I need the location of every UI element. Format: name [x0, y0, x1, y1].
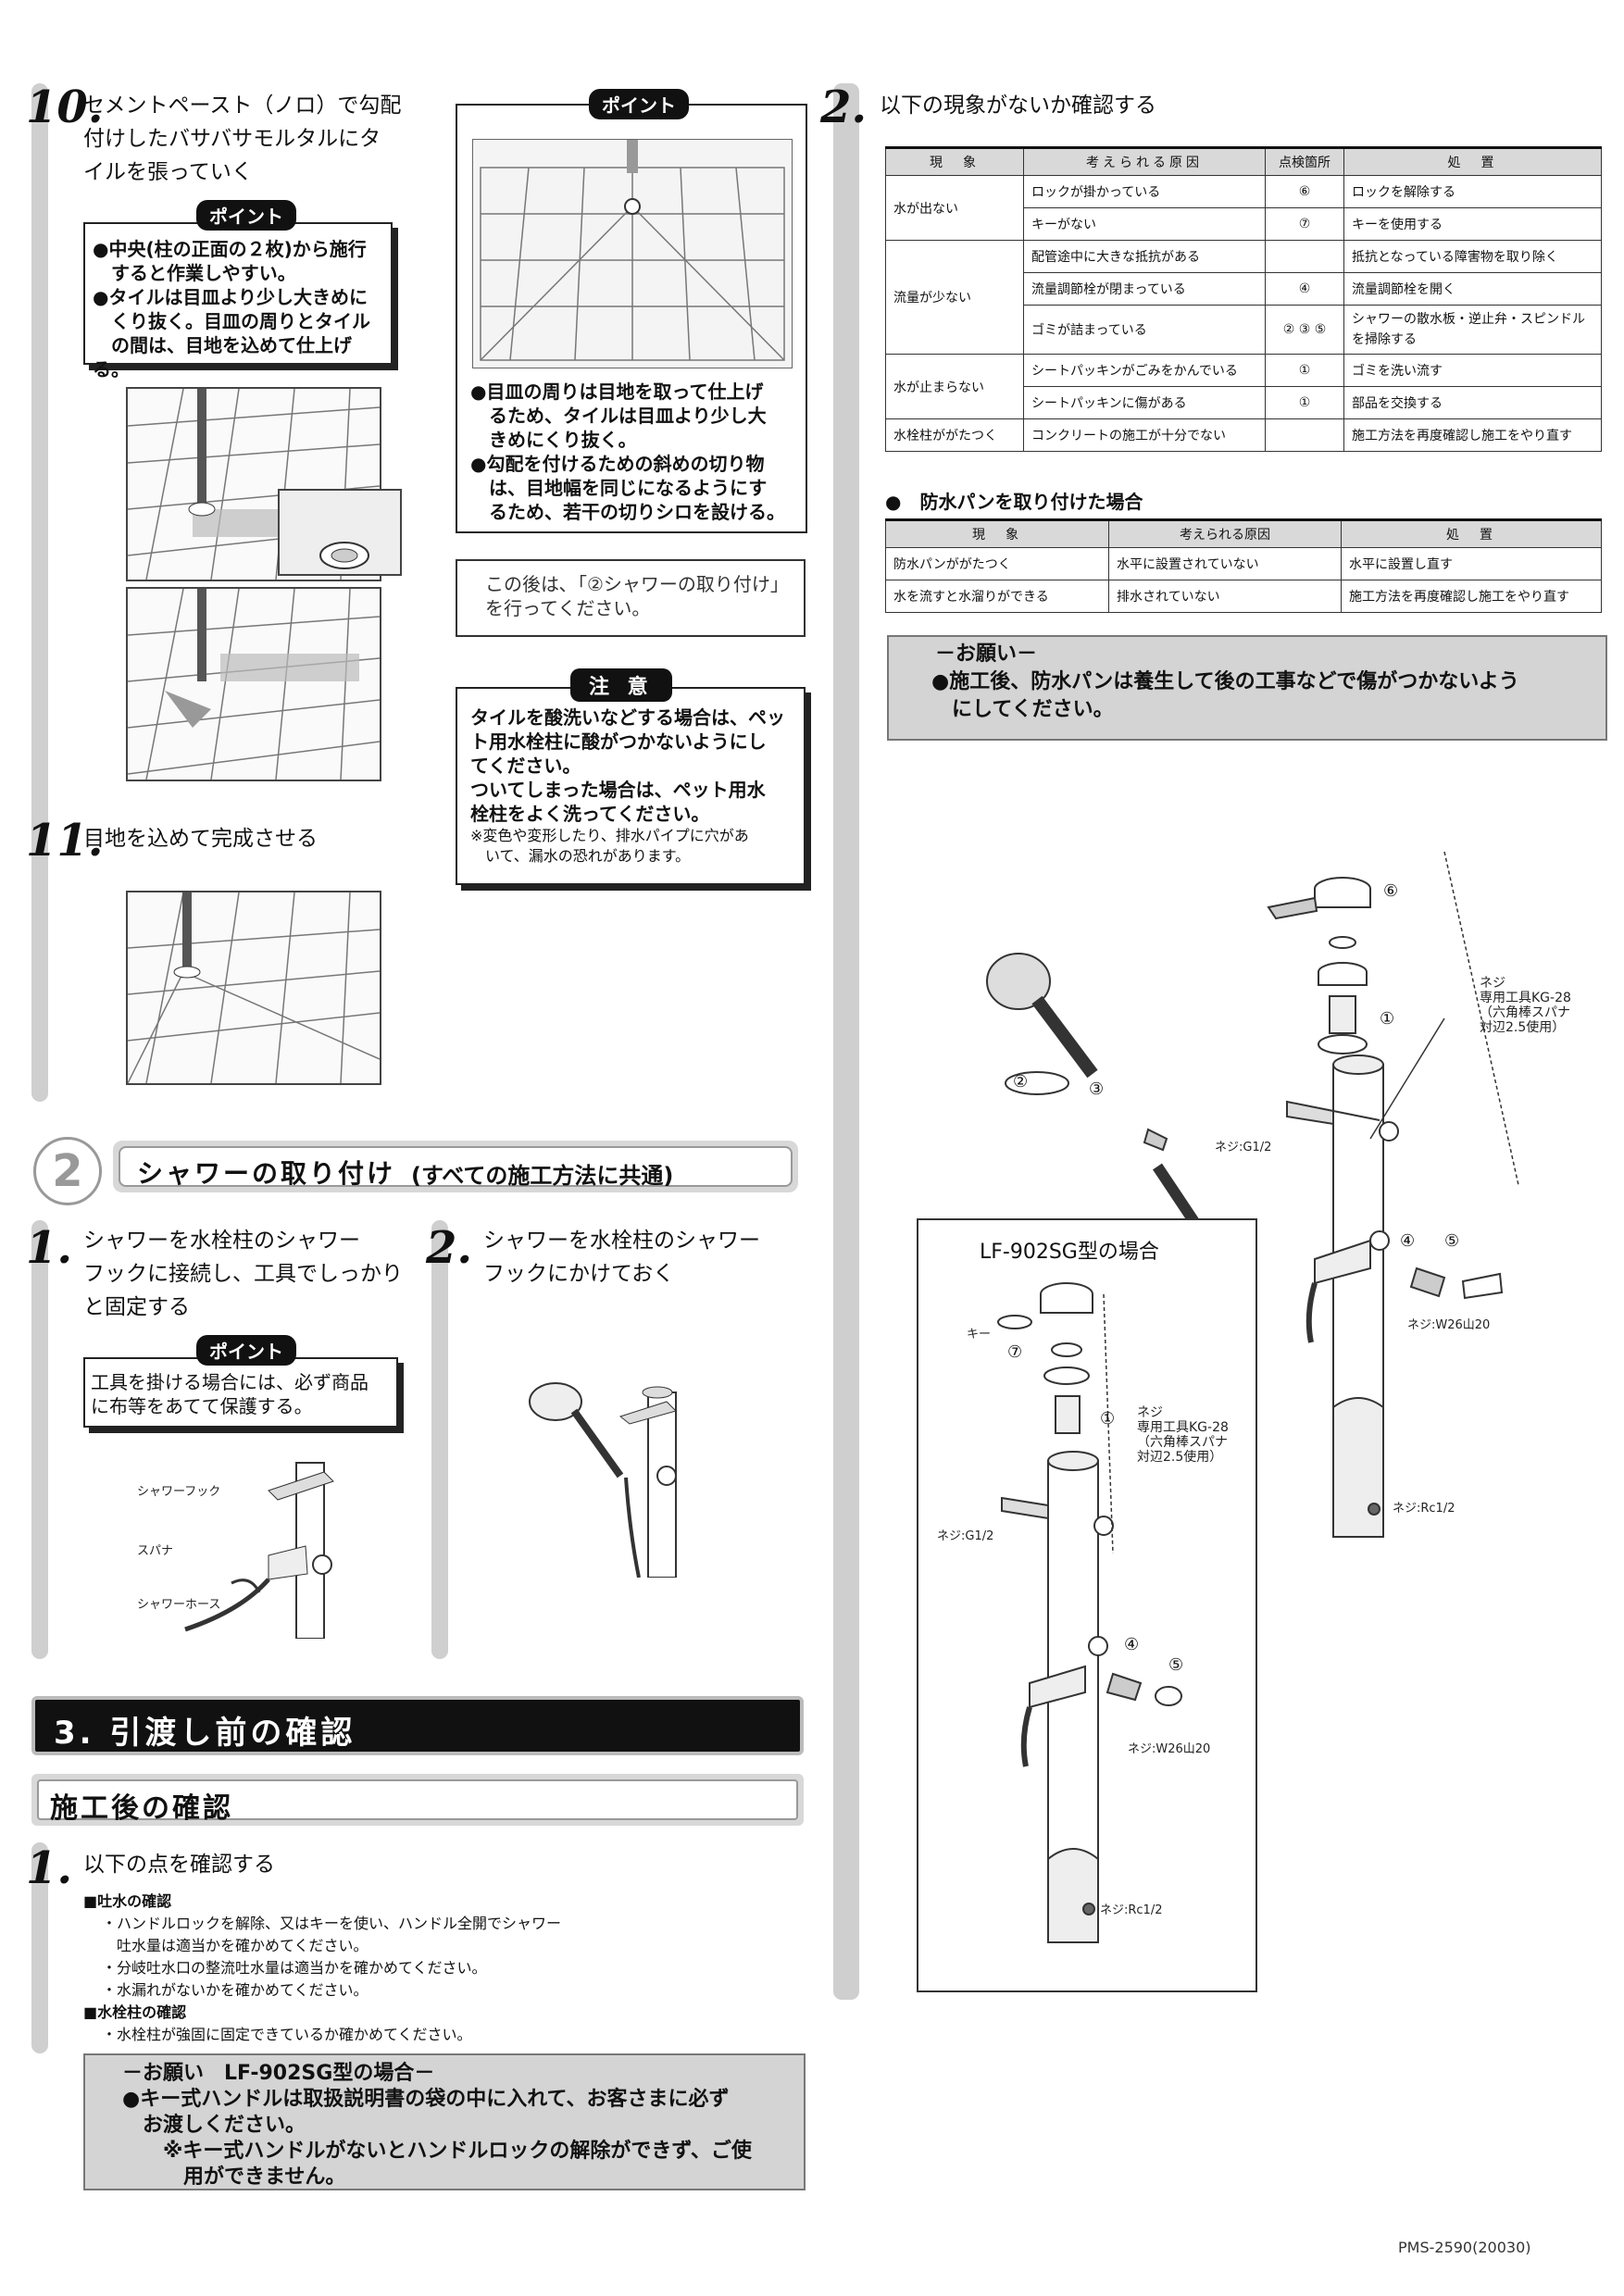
pan-table: 現 象 考えられる原因 処 置 防水パンががたつく 水平に設置されていない 水平… [885, 518, 1602, 613]
point-tag: ポイント [196, 1335, 296, 1366]
section3-subtitle: 施工後の確認 [50, 1792, 233, 1825]
table-row: 水が出ない ロックが掛かっている ⑥ ロックを解除する [885, 175, 1602, 241]
section3-title: 3. 引渡し前の確認 [54, 1715, 356, 1752]
thread-g12-label: ネジ:G1/2 [1215, 1141, 1272, 1154]
caution-tag: 注 意 [570, 668, 672, 702]
check-list: ■吐水の確認 ・ハンドルロックを解除、又はキーを使い、ハンドル全開でシャワー 吐… [83, 1892, 562, 2043]
table-header: 考えられる原因 [1108, 518, 1342, 548]
step-number: 10. [26, 81, 104, 133]
step-text: シャワーを水栓柱のシャワー フックにかけておく [483, 1229, 760, 1286]
step-text: シャワーを水栓柱のシャワー フックに接続し、工具でしっかり と固定する [83, 1229, 403, 1319]
point-plan-text: ●目皿の周りは目地を取って仕上げ るため、タイルは目皿より少し大 きめにくり抜く… [470, 381, 785, 523]
thread-g12-label: ネジ:G1/2 [937, 1529, 994, 1543]
right-side-bar [833, 83, 859, 2000]
table-row: 水を流すと水溜りができる 排水されていない 施工方法を再度確認し施工をやり直す [885, 580, 1602, 613]
table-header: 現 象 [885, 146, 1024, 176]
point-box: ●中央(柱の正面の２枚)から施行 すると作業しやすい。 ●タイルは目皿より少し大… [83, 222, 393, 381]
table-row: 水栓柱ががたつく コンクリートの施工が十分でない 施工方法を再度確認し施工をやり… [885, 418, 1602, 452]
point-tag: ポイント [589, 89, 689, 119]
document-code: PMS-2590(20030) [1398, 2239, 1531, 2256]
left-side-bar-top [31, 83, 48, 1102]
request-note-left: －お願い LF-902SG型の場合－ ●キー式ハンドルは取扱説明書の袋の中に入れ… [83, 2053, 806, 2190]
table-header: 処 置 [1343, 146, 1602, 176]
thread-w26-label: ネジ:W26山20 [1407, 1318, 1491, 1332]
pan-title: ● 防水パンを取り付けた場合 [885, 491, 1143, 513]
request-note-right: －お願い－ ●施工後、防水パンは養生して後の工事などで傷がつかないよう にしてく… [887, 635, 1607, 741]
callout-4: ④ [1400, 1231, 1416, 1251]
thread-rc12-label: ネジ:Rc1/2 [1393, 1502, 1455, 1516]
shower-hook-label: シャワーフック [137, 1485, 221, 1499]
shower-hose-label: シャワーホース [137, 1598, 221, 1612]
finished-tile-illustration [126, 891, 381, 1085]
section2-subtitle: (すべての施工方法に共通) [411, 1163, 674, 1189]
key-label: キー [967, 1328, 992, 1341]
callout-5: ⑤ [1168, 1655, 1184, 1675]
callout-1: ① [1100, 1409, 1116, 1429]
table-row: ゴミが詰まっている ② ③ ⑤ シャワーの散水板・逆止弁・スピンドルを掃除する [886, 305, 1602, 355]
table-header: 処 置 [1341, 518, 1602, 548]
step-number: 11. [26, 815, 104, 867]
point-plan-box: ●目皿の周りは目地を取って仕上げ るため、タイルは目皿より少し大 きめにくり抜く… [456, 104, 807, 533]
tile-plan-illustration [472, 139, 793, 368]
step-text: セメントペースト（ノロ）で勾配 付けしたバサバサモルタルにタ イルを張っていく [83, 94, 402, 184]
table-header: 現 象 [885, 518, 1109, 548]
caution-box: タイルを酸洗いなどする場合は、ペッ ト用水栓柱に酸がつかないようにし てください… [456, 687, 806, 885]
tile-illustration-2 [126, 587, 381, 781]
step-number: 1. [26, 1842, 73, 1894]
step-text: 以下の点を確認する [83, 1853, 275, 1877]
step-number: 1. [26, 1222, 73, 1274]
shower2-side-bar [431, 1220, 448, 1659]
table-row: シートパッキンに傷がある ① 部品を交換する [886, 386, 1602, 419]
callout-4: ④ [1124, 1635, 1140, 1654]
step-text: 目地を込めて完成させる [83, 827, 318, 851]
step-number: 2. [820, 81, 868, 133]
section3-subheader: 施工後の確認 [31, 1774, 804, 1826]
check-side-bar [31, 1842, 48, 2053]
point-text: ●中央(柱の正面の２枚)から施行 すると作業しやすい。 ●タイルは目皿より少し大… [93, 238, 370, 381]
table-row: 防水パンががたつく 水平に設置されていない 水平に設置し直す [885, 547, 1602, 580]
callout-5: ⑤ [1444, 1231, 1460, 1251]
thread-w26-label: ネジ:W26山20 [1128, 1742, 1211, 1756]
step-text: 以下の現象がないか確認する [880, 94, 1156, 118]
troubleshoot-table: 現 象 考えられる原因 点検箇所 処 置 水が出ない ロックが掛かっている ⑥ … [885, 146, 1602, 452]
table-row: 流量調節栓が閉まっている ④ 流量調節栓を開く [886, 272, 1602, 306]
point-box: 工具を掛ける場合には、必ず商品 に布等をあてて保護する。 [83, 1357, 398, 1428]
shower1-side-bar [31, 1220, 48, 1659]
table-header: 点検箇所 [1265, 146, 1344, 176]
callout-3: ③ [1089, 1079, 1105, 1099]
drain-detail-inset [278, 489, 402, 576]
shower-hook-illustration [130, 1444, 361, 1640]
spanner-label: スパナ [137, 1544, 174, 1558]
after-note-box: この後は､「②シャワーの取り付け」 を行ってください。 [456, 559, 806, 637]
screw-label: ネジ 専用工具KG-28 （六角棒スパナ 対辺2.5使用） [1137, 1405, 1229, 1465]
lf902sg-title: LF-902SG型の場合 [980, 1241, 1159, 1264]
faucet-column [1286, 1054, 1399, 1538]
callout-6: ⑥ [1383, 881, 1399, 901]
exploded-faucet-diagram [981, 833, 1574, 1574]
thread-rc12-label: ネジ:Rc1/2 [1100, 1903, 1163, 1917]
callout-1: ① [1380, 1009, 1395, 1029]
lf902sg-inset: LF-902SG型の場合 キー ⑦ ① ネジ 専用工具KG-28 （六角棒スパ [917, 1218, 1257, 1992]
table-row: キーがない ⑦ キーを使用する [886, 207, 1602, 241]
table-row: 流量が少ない 配管途中に大きな抵抗がある 抵抗となっている障害物を取り除く [885, 240, 1602, 355]
point-tag: ポイント [196, 200, 296, 231]
step-number: 2. [426, 1222, 473, 1274]
section2-header: シャワーの取り付け (すべての施工方法に共通) [113, 1141, 798, 1192]
section3-header: 3. 引渡し前の確認 [31, 1696, 804, 1755]
screw-label: ネジ 専用工具KG-28 （六角棒スパナ 対辺2.5使用） [1480, 976, 1571, 1035]
shower-parts [986, 953, 1504, 1300]
table-header: 考えられる原因 [1023, 146, 1266, 176]
table-row: 水が止まらない シートパッキンがごみをかんでいる ① ゴミを洗い流す [885, 354, 1602, 419]
handle-part [1267, 877, 1371, 1054]
shower-hung-illustration [528, 1374, 713, 1578]
section2-circle: 2 [33, 1137, 102, 1205]
callout-2: ② [1013, 1072, 1029, 1092]
callout-7: ⑦ [1007, 1342, 1023, 1362]
section2-title: シャワーの取り付け [137, 1158, 396, 1189]
